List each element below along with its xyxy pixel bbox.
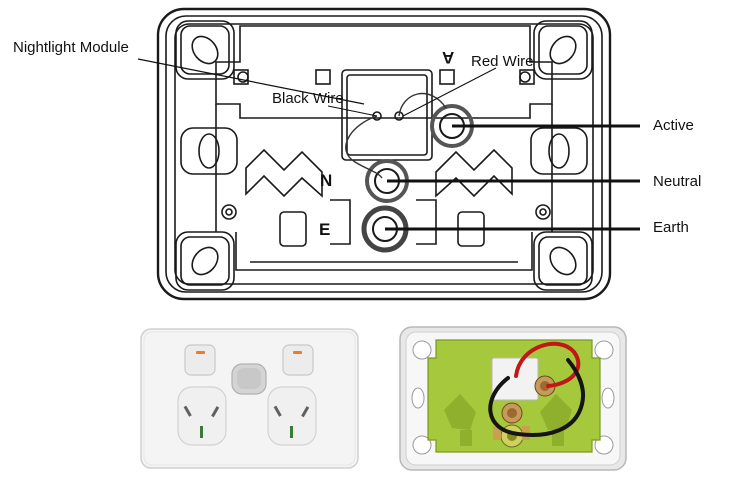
side-slot-left <box>180 127 238 175</box>
front-plate-photo <box>140 328 359 469</box>
terminal-mark-neutral: N <box>320 171 333 190</box>
screw-hole-icon <box>221 204 237 220</box>
rocker-switch-icon <box>184 344 216 376</box>
rocker-switch-icon <box>282 344 314 376</box>
leader-lines <box>137 58 640 231</box>
corner-boss-bottom-right <box>533 231 593 291</box>
black-wire-label: Black Wire <box>272 90 344 107</box>
nightlight-module <box>491 357 539 401</box>
terminal-mark-earth: E <box>319 220 331 239</box>
rear-housing-drawing <box>156 7 612 301</box>
corner-boss-top-right <box>533 20 593 80</box>
red-wire-path <box>398 92 447 117</box>
socket-outlet-icon <box>267 386 317 446</box>
active-label: Active <box>653 117 694 134</box>
nightlight-module-label: Nightlight Module <box>13 39 129 56</box>
screw-hole-icon <box>191 246 219 276</box>
corner-boss-bottom-left <box>175 231 235 291</box>
screw-hole-icon <box>549 246 577 276</box>
corner-boss-top-left <box>175 20 235 80</box>
screw-hole-icon <box>549 35 577 65</box>
socket-outlet-icon <box>177 386 227 446</box>
terminal-mark-active: A <box>442 48 455 67</box>
neutral-label: Neutral <box>653 173 702 190</box>
nightlight-lens-icon <box>231 363 267 395</box>
black-wire <box>488 358 585 437</box>
red-wire <box>514 341 581 388</box>
black-wire-path <box>345 115 383 179</box>
screw-hole-icon <box>191 35 219 65</box>
nightlight-module-outline <box>341 69 433 161</box>
terminal-screw-icon <box>501 402 523 424</box>
side-slot-right <box>530 127 588 175</box>
earth-label: Earth <box>653 219 689 236</box>
screw-hole-icon <box>535 204 551 220</box>
rear-wired-photo <box>399 326 627 471</box>
red-wire-label: Red Wire <box>471 53 534 70</box>
